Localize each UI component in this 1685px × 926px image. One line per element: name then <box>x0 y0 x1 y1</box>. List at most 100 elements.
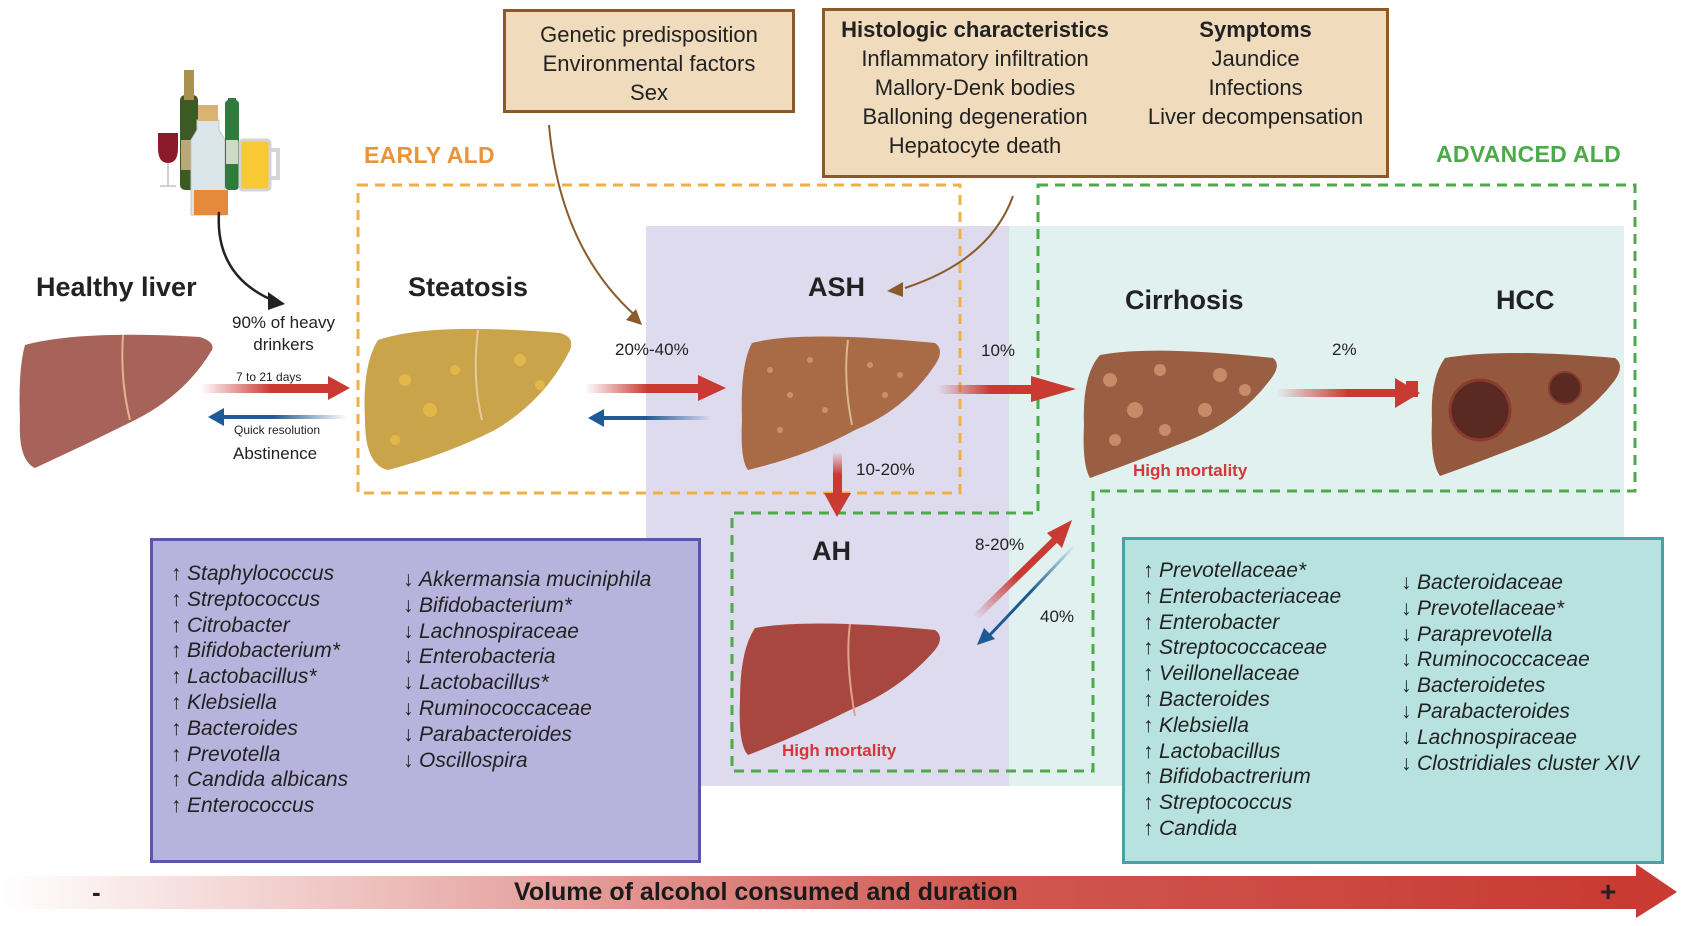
microbe-name: Klebsiella <box>1159 713 1249 737</box>
arrow-up-icon: ↑ <box>1143 687 1154 711</box>
plus-symbol: + <box>1600 876 1617 907</box>
microbe-name: Bacteroidaceae <box>1417 571 1563 594</box>
heavy-drinkers-label: 90% of heavy drinkers <box>226 312 341 356</box>
microbe-item: ↑Staphylococcus <box>171 561 403 587</box>
microbe-name: Bifidobacterium* <box>419 593 572 617</box>
advanced-ald-zone <box>730 183 1637 773</box>
microbe-name: Oscillospira <box>419 748 528 772</box>
arrow-down-icon: ↓ <box>403 645 414 669</box>
arrow-healthy-to-steatosis <box>200 376 350 400</box>
ah-mortality-label: High mortality <box>782 741 897 760</box>
microbe-item: ↑Enterobacteriaceae <box>1143 584 1401 610</box>
advanced-decreased-list: ↓Bacteroidaceae↓Prevotellaceae*↓Paraprev… <box>1401 570 1639 861</box>
heavy-drinkers-line: 90% of heavy <box>231 313 335 332</box>
microbe-name: Enterobacteria <box>419 645 556 669</box>
microbe-item: ↑Prevotellaceae* <box>1143 558 1401 584</box>
characteristics-arrow <box>904 195 1014 289</box>
arrow-ash-to-cirrhosis <box>938 376 1076 402</box>
microbe-item: ↑Streptococcus <box>171 587 403 613</box>
arrow-down-icon: ↓ <box>1401 699 1412 723</box>
arrow-up-icon: ↑ <box>1143 765 1154 789</box>
advanced-microbiota-box: ↑Prevotellaceae*↑Enterobacteriaceae↑Ente… <box>1122 537 1664 864</box>
microbe-name: Prevotellaceae* <box>1417 596 1565 620</box>
microbe-item: ↓Bifidobacterium* <box>403 593 651 619</box>
arrow-down-icon: ↓ <box>1401 622 1412 646</box>
arrow-up-icon: ↑ <box>1143 713 1154 737</box>
microbe-item: ↑Lactobacillus <box>1143 739 1401 765</box>
microbe-name: Candida albicans <box>187 768 349 792</box>
microbe-item: ↓Ruminococcaceae <box>403 696 651 722</box>
symptoms-title: Symptoms <box>1199 17 1312 42</box>
alcohol-drinks-icon <box>158 70 280 216</box>
microbe-item: ↑Bacteroides <box>1143 687 1401 713</box>
microbe-name: Candida <box>1159 816 1238 840</box>
microbe-name: Enterococcus <box>187 794 315 818</box>
arrow-down-icon: ↓ <box>1401 674 1412 698</box>
microbe-item: ↑Bifidobactrerium <box>1143 764 1401 790</box>
early-ald-label: EARLY ALD <box>364 142 495 168</box>
symptoms-column: Symptoms Jaundice Infections Liver decom… <box>1125 15 1386 175</box>
arrow-down-icon: ↓ <box>1401 596 1412 620</box>
ah-reverse-pct: 40% <box>1040 607 1075 626</box>
arrow-down-icon: ↓ <box>1401 571 1412 594</box>
microbe-name: Veillonellaceae <box>1159 662 1300 686</box>
microbe-name: Bacteroides <box>1159 687 1270 711</box>
microbe-item: ↑Prevotella <box>171 742 403 768</box>
arrow-ah-to-cirrhosis <box>972 520 1072 621</box>
stage-cirrhosis: Cirrhosis <box>1125 285 1244 315</box>
arrow-down-icon: ↓ <box>403 593 414 617</box>
arrow-ash-to-ah <box>824 452 851 517</box>
microbe-name: Streptococcus <box>187 587 321 611</box>
microbe-item: ↑Streptococcus <box>1143 790 1401 816</box>
alcohol-volume-arrow <box>0 864 1677 918</box>
early-increased-list: ↑Staphylococcus↑Streptococcus↑Citrobacte… <box>171 561 403 860</box>
risk-factor: Genetic predisposition <box>540 22 758 47</box>
microbe-name: Clostridiales cluster XIV <box>1417 751 1639 775</box>
microbe-item: ↑Candida <box>1143 816 1401 842</box>
stage-ash: ASH <box>808 272 866 302</box>
arrow-up-icon: ↑ <box>171 665 182 689</box>
arrow-up-icon: ↑ <box>1143 636 1154 660</box>
early-decreased-list: ↓Akkermansia muciniphila↓Bifidobacterium… <box>403 567 651 860</box>
drinks-arrow <box>217 211 273 302</box>
microbe-item: ↓Parabacteroides <box>1401 699 1639 725</box>
stage-hcc: HCC <box>1496 285 1555 315</box>
arrow-down-icon: ↓ <box>403 696 414 720</box>
microbe-name: Citrobacter <box>187 613 290 637</box>
symptom-item: Infections <box>1208 75 1303 100</box>
microbe-name: Lactobacillus* <box>419 671 549 695</box>
early-ald-zone <box>356 183 962 495</box>
microbe-name: Parabacteroides <box>419 722 572 746</box>
steatosis-to-ash-pct: 20%-40% <box>615 340 689 359</box>
microbe-item: ↑Enterobacter <box>1143 610 1401 636</box>
stage-steatosis: Steatosis <box>408 272 529 302</box>
microbe-item: ↑Enterococcus <box>171 793 403 819</box>
arrow-steatosis-to-ash <box>585 375 726 401</box>
quick-resolution-label: Quick resolution <box>234 423 321 437</box>
arrow-up-icon: ↑ <box>1143 559 1154 582</box>
ash-to-ah-pct: 10-20% <box>856 460 915 479</box>
advanced-increased-list: ↑Prevotellaceae*↑Enterobacteriaceae↑Ente… <box>1143 558 1401 861</box>
histologic-item: Balloning degeneration <box>862 104 1088 129</box>
microbe-name: Ruminococcaceae <box>419 696 592 720</box>
days-label: 7 to 21 days <box>236 370 302 384</box>
microbe-item: ↓Enterobacteria <box>403 644 651 670</box>
microbe-item: ↑Klebsiella <box>171 690 403 716</box>
arrow-up-icon: ↑ <box>171 562 182 585</box>
risk-factors-box: Genetic predisposition Environmental fac… <box>503 9 795 113</box>
heavy-drinkers-line: drinkers <box>253 335 314 354</box>
microbe-item: ↑Citrobacter <box>171 613 403 639</box>
arrow-up-icon: ↑ <box>1143 791 1154 815</box>
symptom-item: Jaundice <box>1211 46 1300 71</box>
microbe-name: Prevotella <box>187 742 281 766</box>
arrow-up-icon: ↑ <box>1143 739 1154 763</box>
early-microbiota-box: ↑Staphylococcus↑Streptococcus↑Citrobacte… <box>150 538 701 863</box>
arrow-down-icon: ↓ <box>1401 751 1412 775</box>
arrow-up-icon: ↑ <box>1143 610 1154 634</box>
arrow-down-icon: ↓ <box>1401 725 1412 749</box>
arrow-down-icon: ↓ <box>403 722 414 746</box>
arrow-down-icon: ↓ <box>403 748 414 772</box>
minus-symbol: - <box>92 877 101 907</box>
risk-factor: Environmental factors <box>542 51 756 76</box>
